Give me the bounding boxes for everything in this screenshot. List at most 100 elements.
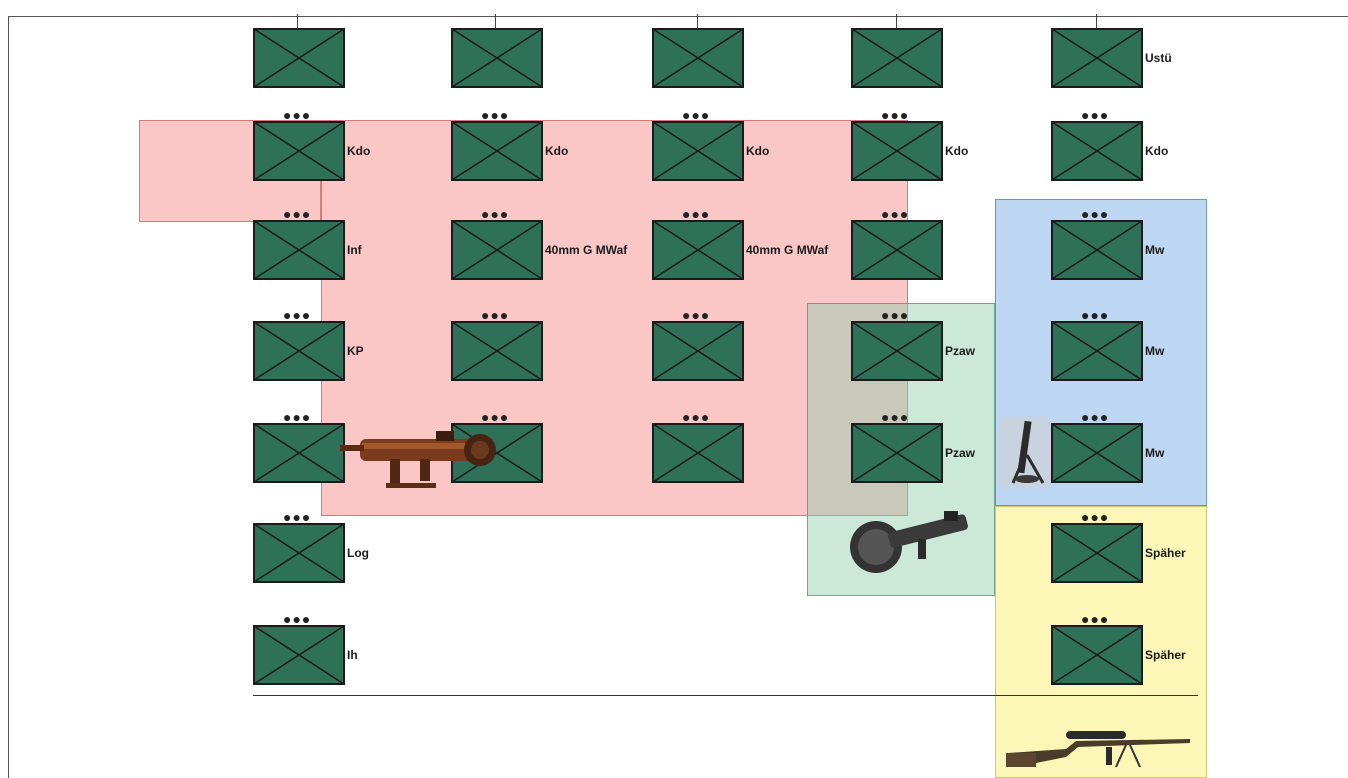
anti-tank-launcher-photo <box>340 425 500 497</box>
unit-label: Kdo <box>945 144 968 158</box>
unit-symbol: Ustü <box>1051 28 1143 88</box>
unit-size-dots: ●●● <box>881 208 909 220</box>
unit-size-dots: ●●● <box>1081 511 1109 523</box>
connector-tick <box>495 14 496 28</box>
unit-symbol <box>851 28 943 88</box>
infantry-unit-symbol-icon <box>652 28 744 88</box>
unit-label: 40mm G MWaf <box>545 243 627 257</box>
infantry-unit-symbol-icon <box>1051 423 1143 483</box>
infantry-unit-symbol-icon <box>1051 28 1143 88</box>
unit-label: Kdo <box>746 144 769 158</box>
infantry-unit-symbol-icon <box>1051 321 1143 381</box>
infantry-unit-symbol-icon <box>253 28 345 88</box>
unit-size-dots: ●●● <box>682 208 710 220</box>
unit-label: Späher <box>1145 546 1186 560</box>
unit-label: Ustü <box>1145 51 1172 65</box>
infantry-unit-symbol-icon <box>451 220 543 280</box>
unit-symbol: ●●●40mm G MWaf <box>451 220 543 280</box>
unit-size-dots: ●●● <box>881 109 909 121</box>
unit-label: Ih <box>347 648 358 662</box>
unit-size-dots: ●●● <box>283 109 311 121</box>
unit-label: Mw <box>1145 344 1164 358</box>
unit-label: Log <box>347 546 369 560</box>
unit-size-dots: ●●● <box>1081 613 1109 625</box>
unit-size-dots: ●●● <box>283 309 311 321</box>
unit-size-dots: ●●● <box>1081 208 1109 220</box>
infantry-unit-symbol-icon <box>1051 523 1143 583</box>
unit-symbol: ●●●Mw <box>1051 220 1143 280</box>
unit-symbol: ●●● <box>652 423 744 483</box>
infantry-unit-symbol-icon <box>253 321 345 381</box>
unit-size-dots: ●●● <box>481 208 509 220</box>
sniper-rifle-photo <box>1006 723 1196 773</box>
unit-symbol: ●●●40mm G MWaf <box>652 220 744 280</box>
infantry-unit-symbol-icon <box>851 28 943 88</box>
unit-symbol: ●●● <box>253 423 345 483</box>
unit-symbol: ●●●Kdo <box>1051 121 1143 181</box>
unit-size-dots: ●●● <box>881 309 909 321</box>
unit-symbol: ●●●Pzaw <box>851 321 943 381</box>
unit-symbol: ●●● <box>652 321 744 381</box>
unit-label: Kdo <box>1145 144 1168 158</box>
connector-tick <box>896 14 897 28</box>
unit-label: 40mm G MWaf <box>746 243 828 257</box>
unit-symbol: ●●● <box>851 220 943 280</box>
unit-label: Späher <box>1145 648 1186 662</box>
unit-size-dots: ●●● <box>283 511 311 523</box>
unit-symbol: ●●●Ih <box>253 625 345 685</box>
unit-symbol: ●●●Inf <box>253 220 345 280</box>
infantry-unit-symbol-icon <box>451 28 543 88</box>
infantry-unit-symbol-icon <box>851 220 943 280</box>
infantry-unit-symbol-icon <box>253 220 345 280</box>
unit-symbol: ●●●Mw <box>1051 423 1143 483</box>
unit-label: Pzaw <box>945 344 975 358</box>
unit-symbol: ●●●Kdo <box>851 121 943 181</box>
infantry-unit-symbol-icon <box>652 220 744 280</box>
infantry-unit-symbol-icon <box>451 321 543 381</box>
unit-label: KP <box>347 344 364 358</box>
connector-tick <box>697 14 698 28</box>
infantry-unit-symbol-icon <box>652 423 744 483</box>
unit-label: Kdo <box>545 144 568 158</box>
unit-symbol: ●●●Log <box>253 523 345 583</box>
infantry-unit-symbol-icon <box>253 121 345 181</box>
infantry-unit-symbol-icon <box>451 121 543 181</box>
mortar-photo <box>999 417 1051 487</box>
infantry-unit-symbol-icon <box>1051 625 1143 685</box>
unit-label: Mw <box>1145 243 1164 257</box>
unit-symbol: ●●●Kdo <box>253 121 345 181</box>
unit-symbol: ●●●Späher <box>1051 523 1143 583</box>
unit-symbol <box>253 28 345 88</box>
unit-size-dots: ●●● <box>881 411 909 423</box>
infantry-unit-symbol-icon <box>851 321 943 381</box>
unit-symbol: ●●●Mw <box>1051 321 1143 381</box>
unit-size-dots: ●●● <box>1081 309 1109 321</box>
unit-label: Inf <box>347 243 362 257</box>
unit-size-dots: ●●● <box>481 109 509 121</box>
unit-symbol: ●●●Späher <box>1051 625 1143 685</box>
unit-label: Pzaw <box>945 446 975 460</box>
unit-size-dots: ●●● <box>283 208 311 220</box>
unit-symbol: ●●●Pzaw <box>851 423 943 483</box>
infantry-unit-symbol-icon <box>652 121 744 181</box>
unit-label: Kdo <box>347 144 370 158</box>
unit-size-dots: ●●● <box>682 109 710 121</box>
infantry-unit-symbol-icon <box>652 321 744 381</box>
infantry-unit-symbol-icon <box>253 523 345 583</box>
unit-symbol: ●●● <box>451 321 543 381</box>
unit-size-dots: ●●● <box>1081 109 1109 121</box>
unit-symbol: ●●●Kdo <box>451 121 543 181</box>
infantry-unit-symbol-icon <box>253 423 345 483</box>
infantry-unit-symbol-icon <box>1051 121 1143 181</box>
connector-tick <box>1096 14 1097 28</box>
unit-size-dots: ●●● <box>682 411 710 423</box>
unit-symbol <box>652 28 744 88</box>
unit-symbol <box>451 28 543 88</box>
unit-size-dots: ●●● <box>481 309 509 321</box>
unit-size-dots: ●●● <box>481 411 509 423</box>
unit-size-dots: ●●● <box>682 309 710 321</box>
anti-tank-weapon-photo <box>848 497 978 579</box>
unit-symbol: ●●●KP <box>253 321 345 381</box>
infantry-unit-symbol-icon <box>851 423 943 483</box>
unit-symbol: ●●●Kdo <box>652 121 744 181</box>
